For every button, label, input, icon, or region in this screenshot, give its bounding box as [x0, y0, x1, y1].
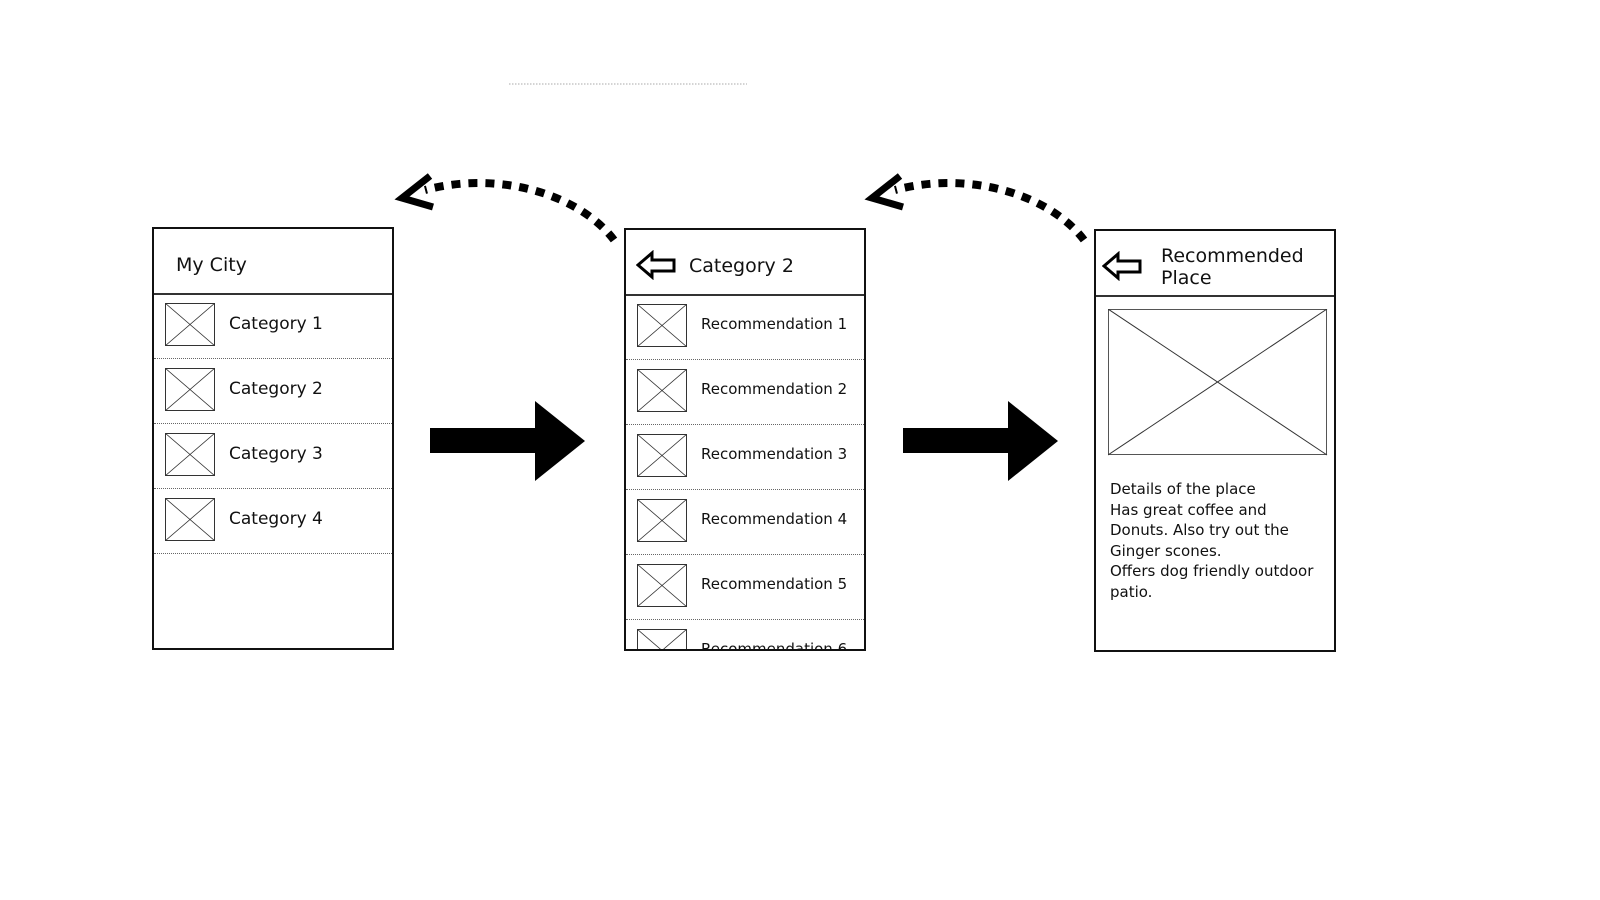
image-placeholder-icon — [637, 499, 687, 542]
list-item-label: Category 3 — [229, 444, 323, 464]
image-placeholder — [1108, 309, 1328, 456]
back-arrow-icon[interactable] — [1102, 251, 1144, 281]
list-item[interactable]: Recommendation 5 — [626, 555, 864, 620]
screen-title: Category 2 — [689, 255, 794, 277]
screen-title: My City — [176, 254, 247, 276]
list-item[interactable]: Recommendation 6 — [626, 620, 864, 651]
image-placeholder-icon — [637, 304, 687, 347]
list-item[interactable]: Recommendation 2 — [626, 360, 864, 425]
list-item-label: Recommendation 3 — [701, 445, 848, 463]
list-item[interactable]: Category 3 — [154, 424, 392, 489]
forward-arrow-icon — [903, 401, 1058, 481]
back-navigation-dotted-arrow-icon — [394, 173, 618, 243]
back-navigation-dotted-arrow-icon — [864, 173, 1088, 243]
image-placeholder-icon — [165, 368, 215, 411]
image-placeholder-icon — [165, 433, 215, 476]
list-item-label: Recommendation 4 — [701, 510, 848, 528]
image-placeholder-icon — [165, 303, 215, 346]
image-placeholder-icon — [637, 629, 687, 649]
list-item[interactable]: Recommendation 4 — [626, 490, 864, 555]
screen-my-city: My City Category 1 Category 2 Category 3 Ca… — [152, 227, 394, 650]
list-item-label: Recommendation 2 — [701, 380, 848, 398]
screen-recommended-place: Recommended Place Details of the place H… — [1094, 229, 1336, 652]
list-item-label: Recommendation 6 — [701, 640, 848, 651]
list-item[interactable]: Category 1 — [154, 294, 392, 359]
list-item-label: Recommendation 1 — [701, 315, 848, 333]
app-bar: Category 2 — [626, 230, 864, 296]
screen-category: Category 2 Recommendation 1 Recommendatio… — [624, 228, 866, 651]
image-placeholder-icon — [637, 369, 687, 412]
image-placeholder-icon — [637, 434, 687, 477]
list-item[interactable]: Category 2 — [154, 359, 392, 424]
app-bar: Recommended Place — [1096, 231, 1334, 297]
list-item-label: Recommendation 5 — [701, 575, 848, 593]
screen-title: Recommended Place — [1161, 245, 1304, 289]
forward-arrow-icon — [430, 401, 585, 481]
list-item[interactable]: Recommendation 1 — [626, 295, 864, 360]
place-details: Details of the place Has great coffee an… — [1110, 480, 1314, 601]
list-item[interactable]: Category 4 — [154, 489, 392, 554]
list-item-label: Category 2 — [229, 379, 323, 399]
image-placeholder-icon — [165, 498, 215, 541]
list-item-label: Category 1 — [229, 314, 323, 334]
app-bar: My City — [154, 229, 392, 295]
back-arrow-icon[interactable] — [636, 250, 678, 280]
image-placeholder-icon — [637, 564, 687, 607]
list-item-label: Category 4 — [229, 509, 323, 529]
list-item[interactable]: Recommendation 3 — [626, 425, 864, 490]
